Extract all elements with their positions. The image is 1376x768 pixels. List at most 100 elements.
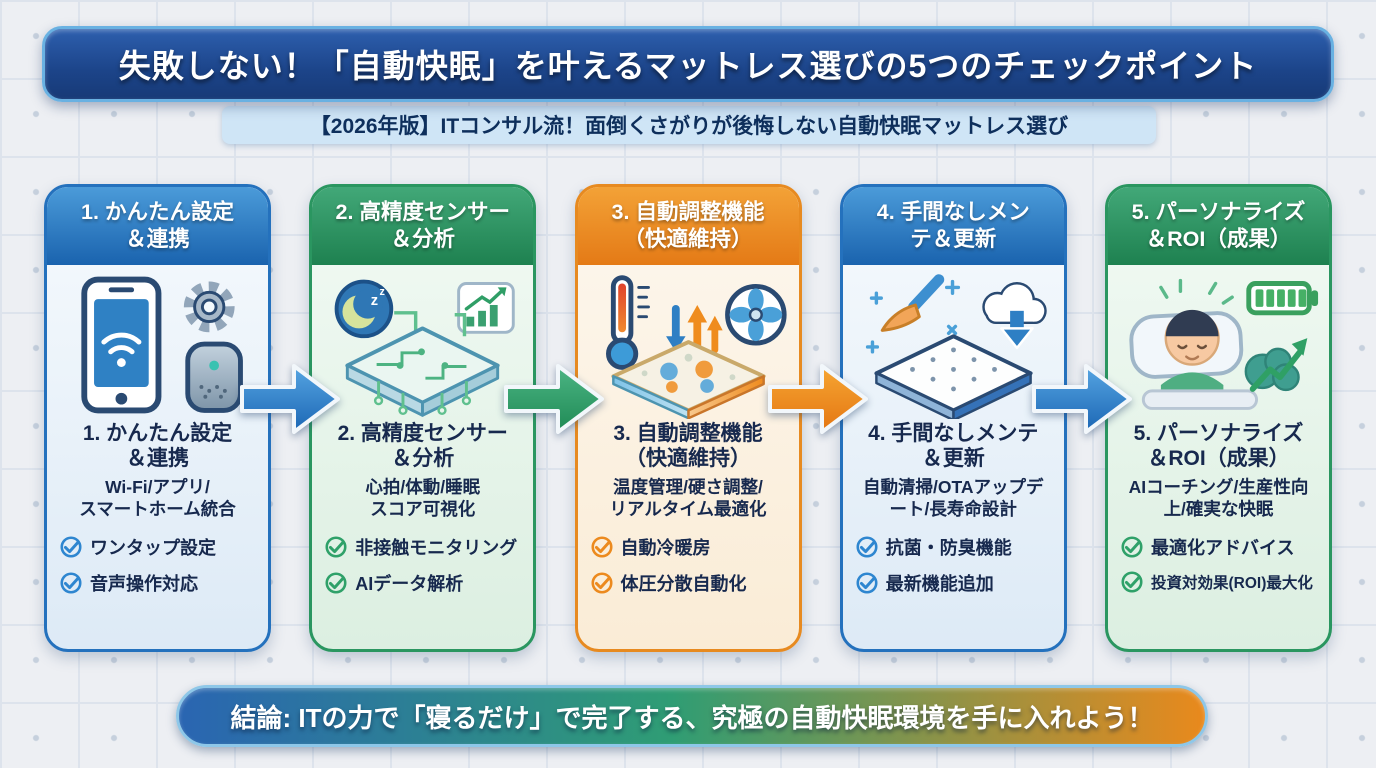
main-title-banner: 失敗しない！「自動快眠」を叶えるマットレス選びの5つのチェックポイント bbox=[42, 26, 1334, 102]
card-1-title-line2: ＆連携 bbox=[125, 447, 189, 471]
card-4-check-2: 最新機能追加 bbox=[855, 570, 1056, 596]
subtitle-banner: 【2026年版】ITコンサル流！面倒くさがりが後悔しない自動快眠マットレス選び bbox=[222, 106, 1156, 144]
card-4-title: 4. 手間なしメンテ ＆更新 bbox=[868, 421, 1038, 471]
svg-text:z: z bbox=[380, 286, 385, 298]
smart-speaker-icon bbox=[185, 341, 243, 413]
card-1-header: 1. かんたん設定 ＆連携 bbox=[47, 187, 268, 265]
checkmark-icon bbox=[60, 536, 82, 558]
checkmark-icon bbox=[325, 572, 347, 594]
card-3-desc-line1: 温度管理/硬さ調整/ bbox=[613, 477, 763, 498]
sensor-mattress-icon bbox=[345, 326, 500, 417]
card-4-desc-line1: 自動清掃/OTAアップデ bbox=[862, 477, 1044, 498]
checkmark-icon bbox=[60, 572, 82, 594]
fan-icon bbox=[724, 283, 787, 346]
card-3-check-2-label: 体圧分散自動化 bbox=[620, 574, 747, 595]
card-2-body: z z bbox=[312, 265, 533, 649]
card-2-title-line1: 2. 高精度センサー bbox=[337, 422, 508, 445]
conclusion-banner: 結論: ITの力で「寝るだけ」で完了する、究極の自動快眠環境を手に入れよう！ bbox=[176, 685, 1208, 747]
card-2-illustration: z z bbox=[320, 269, 525, 421]
svg-text:z: z bbox=[371, 293, 378, 309]
card-4-check-1: 抗菌・防臭機能 bbox=[855, 534, 1056, 560]
card-5-title: 5. パーソナライズ ＆ROI（成果） bbox=[1134, 421, 1304, 471]
flow-arrow-2-icon bbox=[504, 364, 604, 434]
card-3-title: 3. 自動調整機能 （快適維持） bbox=[613, 421, 762, 471]
cleaning-brush-icon bbox=[880, 274, 944, 332]
card-5-illustration bbox=[1116, 269, 1321, 421]
card-5-title-line2: ＆ROI（成果） bbox=[1147, 447, 1290, 471]
card-1-desc-line2: スマートホーム統合 bbox=[79, 499, 236, 520]
card-4-illustration bbox=[851, 269, 1056, 421]
card-1-illustration bbox=[55, 269, 260, 421]
sleeping-person-icon bbox=[1129, 278, 1259, 410]
card-1-check-2: 音声操作対応 bbox=[59, 570, 260, 596]
card-5-desc-line1: AIコーチング/生産性向 bbox=[1128, 477, 1309, 498]
card-3-desc-line2: リアルタイム最適化 bbox=[609, 499, 767, 520]
card-4-description: 自動清掃/OTAアップデ ート/長寿命設計 bbox=[863, 477, 1044, 521]
card-3-title-line2: （快適維持） bbox=[624, 447, 751, 471]
card-4-check-1-label: 抗菌・防臭機能 bbox=[885, 538, 1012, 559]
maintenance-mattress-illustration bbox=[865, 274, 1047, 419]
card-3-checklist: 自動冷暖房 体圧分散自動化 bbox=[586, 534, 791, 596]
checkpoint-cards-row: 1. かんたん設定 ＆連携 bbox=[44, 184, 1332, 652]
card-5-check-2: 投資対効果(ROI)最大化 bbox=[1120, 570, 1321, 594]
card-4-title-line2: ＆更新 bbox=[921, 447, 985, 471]
card-3-check-2: 体圧分散自動化 bbox=[590, 570, 791, 596]
subtitle: 【2026年版】ITコンサル流！面倒くさがりが後悔しない自動快眠マットレス選び bbox=[309, 115, 1069, 138]
card-3-title-line1: 3. 自動調整機能 bbox=[613, 422, 763, 445]
main-title: 失敗しない！「自動快眠」を叶えるマットレス選びの5つのチェックポイント bbox=[118, 48, 1258, 84]
card-2-title: 2. 高精度センサー ＆分析 bbox=[338, 421, 508, 471]
sleeper-roi-illustration bbox=[1129, 278, 1319, 410]
climate-mattress-illustration bbox=[605, 275, 787, 419]
card-3-check-1-label: 自動冷暖房 bbox=[620, 538, 711, 559]
card-3-header-line2: （快適維持） bbox=[623, 227, 753, 251]
card-2-checklist: 非接触モニタリング AIデータ解析 bbox=[320, 534, 525, 596]
checkmark-icon bbox=[325, 536, 347, 558]
card-4-title-line1: 4. 手間なしメンテ bbox=[868, 422, 1039, 445]
conclusion-text: 結論: ITの力で「寝るだけ」で完了する、究極の自動快眠環境を手に入れよう！ bbox=[230, 702, 1154, 733]
card-easy-setup: 1. かんたん設定 ＆連携 bbox=[44, 184, 271, 652]
card-3-header: 3. 自動調整機能 （快適維持） bbox=[577, 187, 799, 265]
card-1-desc-line1: Wi-Fi/アプリ/ bbox=[105, 477, 210, 498]
card-personalize-roi: 5. パーソナライズ ＆ROI（成果） bbox=[1105, 184, 1332, 652]
card-1-check-1: ワンタップ設定 bbox=[59, 534, 260, 560]
card-5-body: 5. パーソナライズ ＆ROI（成果） AIコーチング/生産性向 上/確実な快眠… bbox=[1108, 265, 1329, 649]
card-5-title-line1: 5. パーソナライズ bbox=[1133, 422, 1304, 445]
card-3-description: 温度管理/硬さ調整/ リアルタイム最適化 bbox=[610, 477, 767, 521]
card-1-checklist: ワンタップ設定 音声操作対応 bbox=[55, 534, 260, 596]
card-2-desc-line2: スコア可視化 bbox=[370, 499, 476, 520]
checkmark-icon bbox=[856, 572, 878, 594]
brain-growth-icon bbox=[1244, 338, 1308, 392]
card-1-title-line1: 1. かんたん設定 bbox=[82, 422, 233, 445]
checkmark-icon bbox=[590, 572, 613, 594]
card-5-desc-line2: 上/確実な快眠 bbox=[1163, 499, 1274, 520]
card-3-illustration bbox=[586, 269, 791, 421]
flow-arrow-3-icon bbox=[768, 364, 868, 434]
flow-arrow-4-icon bbox=[1032, 364, 1132, 434]
card-2-check-1-label: 非接触モニタリング bbox=[355, 538, 518, 559]
battery-full-icon bbox=[1246, 281, 1319, 316]
card-3-body: 3. 自動調整機能 （快適維持） 温度管理/硬さ調整/ リアルタイム最適化 自動… bbox=[578, 265, 799, 649]
climate-mattress-icon bbox=[610, 340, 766, 419]
card-4-check-2-label: 最新機能追加 bbox=[885, 574, 994, 595]
card-1-description: Wi-Fi/アプリ/ スマートホーム統合 bbox=[79, 477, 235, 521]
cloud-download-icon bbox=[982, 282, 1047, 350]
flow-arrow-1-icon bbox=[240, 364, 340, 434]
card-4-header: 4. 手間なしメン テ＆更新 bbox=[842, 187, 1064, 265]
sleep-moon-icon: z z bbox=[334, 279, 394, 339]
card-4-body: 4. 手間なしメンテ ＆更新 自動清掃/OTAアップデ ート/長寿命設計 抗菌・… bbox=[843, 265, 1064, 649]
card-5-checklist: 最適化アドバイス 投資対効果(ROI)最大化 bbox=[1116, 534, 1321, 594]
card-2-desc-line1: 心拍/体動/睡眠 bbox=[365, 477, 481, 498]
thermometer-icon bbox=[605, 275, 650, 370]
card-1-body: 1. かんたん設定 ＆連携 Wi-Fi/アプリ/ スマートホーム統合 ワンタップ… bbox=[47, 265, 268, 649]
checkmark-icon bbox=[856, 536, 878, 558]
card-no-maintenance: 4. 手間なしメン テ＆更新 bbox=[839, 184, 1067, 652]
card-4-checklist: 抗菌・防臭機能 最新機能追加 bbox=[851, 534, 1056, 596]
card-2-description: 心拍/体動/睡眠 スコア可視化 bbox=[365, 477, 480, 521]
sensor-mattress-illustration: z z bbox=[334, 279, 515, 417]
smartphone-wifi-icon bbox=[81, 276, 162, 414]
card-2-check-2-label: AIデータ解析 bbox=[355, 574, 464, 595]
card-1-header-line1: 1. かんたん設定 bbox=[81, 200, 234, 225]
card-5-check-1: 最適化アドバイス bbox=[1120, 534, 1321, 560]
gear-icon bbox=[183, 281, 235, 333]
card-1-check-2-label: 音声操作対応 bbox=[90, 574, 198, 595]
